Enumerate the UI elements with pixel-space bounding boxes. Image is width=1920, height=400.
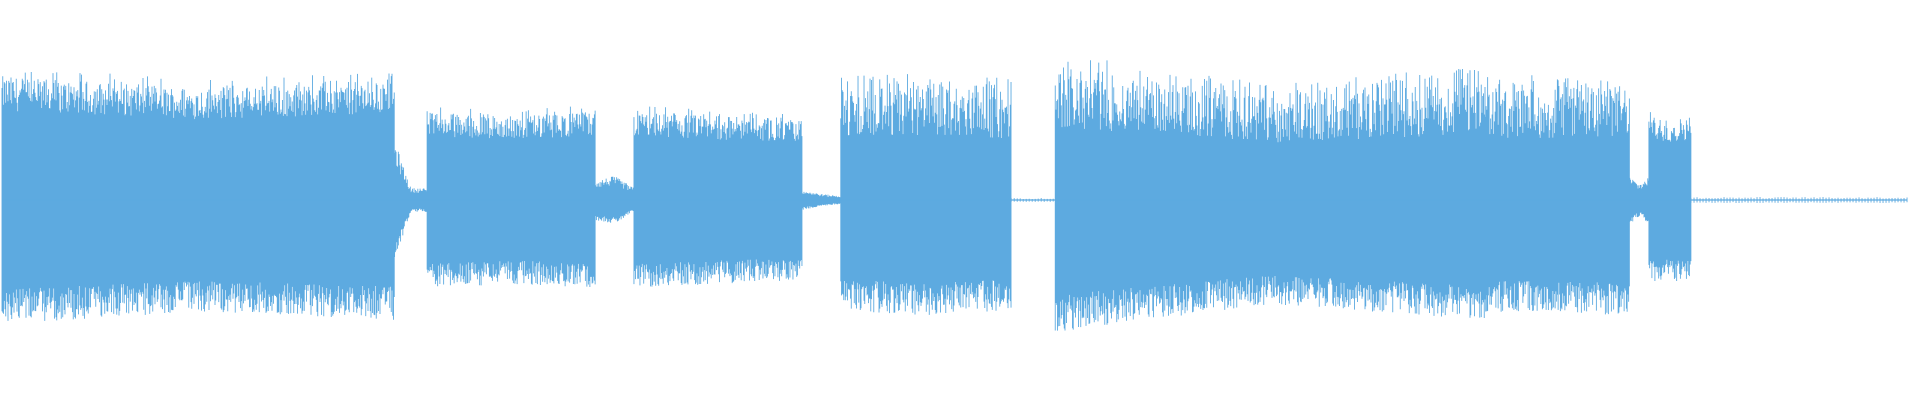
waveform-path [1, 60, 1908, 331]
waveform-bars [1, 60, 1908, 331]
